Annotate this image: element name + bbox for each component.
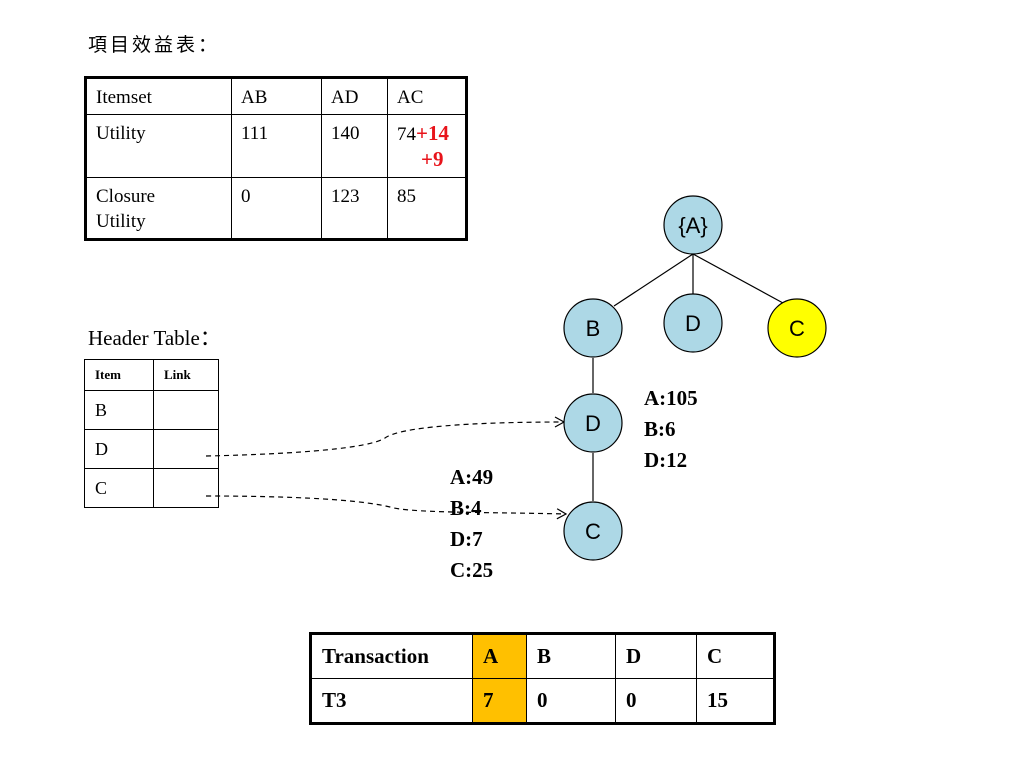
- tree-node-d-level2: D: [563, 393, 623, 453]
- closure-utility-label: Closure Utility: [85, 177, 232, 240]
- link-column-header: Link: [153, 359, 219, 391]
- count-line: C:25: [450, 558, 494, 582]
- ab-utility: 111: [231, 114, 322, 178]
- node-label: D: [685, 311, 701, 336]
- item-column-header: Item: [84, 359, 154, 391]
- edge-root-b: [613, 253, 694, 307]
- ad-closure: 123: [321, 177, 388, 240]
- ab-closure: 0: [231, 177, 322, 240]
- table-row: Transaction A B D C: [310, 633, 775, 679]
- ac-utility: 74: [397, 124, 416, 145]
- b-header: B: [526, 633, 616, 679]
- tree-node-c-level3: C: [563, 501, 623, 561]
- transaction-id: T3: [310, 678, 473, 724]
- table-row: Utility 111 140 74+14 +9: [85, 114, 467, 178]
- ab-header: AB: [231, 77, 322, 115]
- ac-utility-cell: 74+14 +9: [387, 114, 467, 178]
- edge-root-c: [692, 253, 784, 304]
- table-row: Item Link: [84, 359, 219, 391]
- d-value: 0: [615, 678, 697, 724]
- c-value: 15: [696, 678, 775, 724]
- node-d-counts: A:105 B:6 D:12: [644, 383, 698, 476]
- table-row: Itemset AB AD AC: [85, 77, 467, 115]
- transaction-header: Transaction: [310, 633, 473, 679]
- utility-table-title: 項目效益表：: [88, 34, 221, 56]
- table-row: D: [84, 429, 219, 469]
- header-item-b: B: [84, 390, 154, 430]
- tree-node-c-level1: C: [767, 298, 827, 358]
- utility-label: Utility: [85, 114, 232, 178]
- node-label: B: [586, 316, 601, 341]
- table-row: T3 7 0 0 15: [310, 678, 775, 724]
- count-line: A:49: [450, 465, 494, 489]
- header-table: Item Link B D C: [84, 359, 219, 508]
- table-row: C: [84, 468, 219, 508]
- count-line: D:12: [644, 448, 688, 472]
- ac-closure: 85: [387, 177, 467, 240]
- header-item-d: D: [84, 429, 154, 469]
- d-header: D: [615, 633, 697, 679]
- tree-node-root: {A}: [663, 195, 723, 255]
- count-line: A:105: [644, 386, 698, 410]
- b-value: 0: [526, 678, 616, 724]
- ac-utility-addition: +14: [416, 121, 449, 145]
- tree-node-d-level1: D: [663, 293, 723, 353]
- header-link-d-arrow: [205, 416, 566, 457]
- tree-node-b: B: [563, 298, 623, 358]
- ad-header: AD: [321, 77, 388, 115]
- ac-utility-addition: +9: [421, 147, 444, 171]
- closure-label-line: Closure: [96, 186, 156, 207]
- header-link-c: [153, 468, 219, 508]
- count-line: B:6: [644, 417, 676, 441]
- c-header: C: [696, 633, 775, 679]
- table-row: Closure Utility 0 123 85: [85, 177, 467, 240]
- node-label: {A}: [678, 213, 707, 238]
- count-line: D:7: [450, 527, 483, 551]
- node-c-counts: A:49 B:4 D:7 C:25: [450, 462, 493, 586]
- node-label: C: [789, 316, 805, 341]
- a-value: 7: [472, 678, 527, 724]
- ad-utility: 140: [321, 114, 388, 178]
- a-header: A: [472, 633, 527, 679]
- count-line: B:4: [450, 496, 482, 520]
- header-link-c-arrow: [205, 495, 568, 520]
- header-table-title: Header Table：: [88, 326, 221, 350]
- closure-label-line: Utility: [96, 211, 146, 232]
- utility-table: Itemset AB AD AC Utility 111 140 74+14 +…: [84, 76, 468, 241]
- itemset-header: Itemset: [85, 77, 232, 115]
- transaction-table: Transaction A B D C T3 7 0 0 15: [309, 632, 776, 725]
- header-item-c: C: [84, 468, 154, 508]
- node-label: D: [585, 411, 601, 436]
- node-label: C: [585, 519, 601, 544]
